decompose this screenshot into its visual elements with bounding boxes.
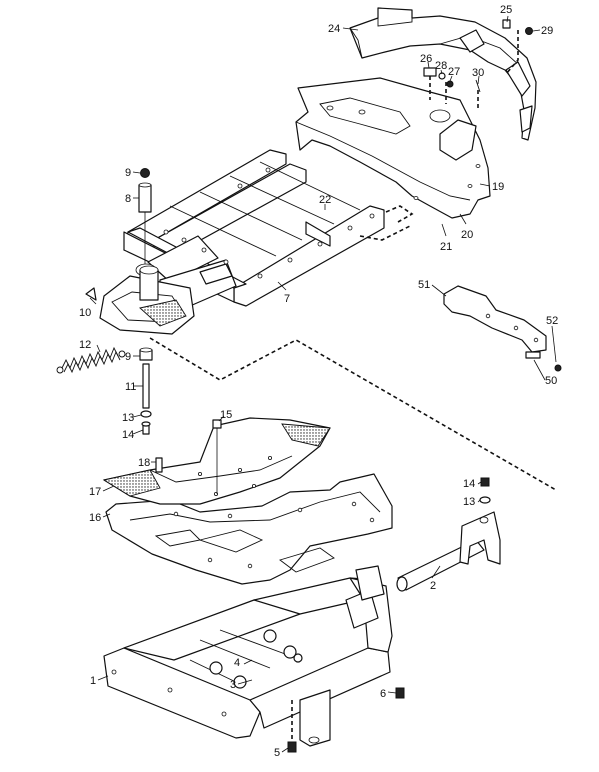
callout-15: 15: [220, 409, 232, 421]
deck-fasteners: [155, 419, 222, 494]
callout-labels: 24 25 29 26 28 27 30 19 20 21 22 9 8 7 1…: [79, 4, 558, 759]
callout-14-left: 14: [122, 429, 134, 441]
callout-leaders: [89, 15, 557, 753]
callout-8: 8: [125, 193, 131, 205]
callout-6: 6: [380, 688, 386, 700]
brace-part: [443, 285, 562, 372]
rear-bumper-part: [349, 7, 537, 141]
callout-13-right: 13: [463, 496, 475, 508]
callout-12: 12: [79, 339, 91, 351]
upper-frame-part: [123, 149, 385, 307]
callout-1: 1: [90, 675, 96, 687]
callout-2: 2: [430, 580, 436, 592]
callout-20: 20: [461, 229, 473, 241]
callout-26: 26: [420, 53, 432, 65]
spacer-stack-lower: [139, 347, 153, 435]
pivot-plate-part: [85, 265, 195, 335]
callout-9-lower: 9: [125, 351, 131, 363]
assembly-dashed-lines: [149, 205, 557, 491]
floor-pan-part: [105, 473, 393, 585]
callout-27: 27: [448, 66, 460, 78]
callout-25: 25: [500, 4, 512, 16]
callout-18: 18: [138, 457, 150, 469]
callout-22: 22: [319, 194, 331, 206]
callout-19: 19: [492, 181, 504, 193]
lower-frame-part: [103, 565, 405, 753]
callout-24: 24: [328, 23, 340, 35]
callout-14-right: 14: [463, 478, 475, 490]
callout-13-left: 13: [122, 412, 134, 424]
rear-mount-plate-part: [295, 77, 491, 219]
axle-part: [396, 539, 485, 592]
callout-52: 52: [546, 315, 558, 327]
callout-10: 10: [79, 307, 91, 319]
callout-9-upper: 9: [125, 167, 131, 179]
callout-50: 50: [545, 375, 557, 387]
callout-51: 51: [418, 279, 430, 291]
callout-17: 17: [89, 486, 101, 498]
callout-16: 16: [89, 512, 101, 524]
callout-30: 30: [472, 67, 484, 79]
callout-4: 4: [234, 657, 240, 669]
callout-7: 7: [284, 293, 290, 305]
spring-part: [56, 346, 126, 374]
callout-3: 3: [230, 679, 236, 691]
callout-21: 21: [440, 241, 452, 253]
callout-5: 5: [274, 747, 280, 759]
callout-29: 29: [541, 25, 553, 37]
callout-11: 11: [125, 381, 136, 393]
callout-28: 28: [435, 60, 447, 72]
spacer-stack-upper: [138, 168, 152, 264]
